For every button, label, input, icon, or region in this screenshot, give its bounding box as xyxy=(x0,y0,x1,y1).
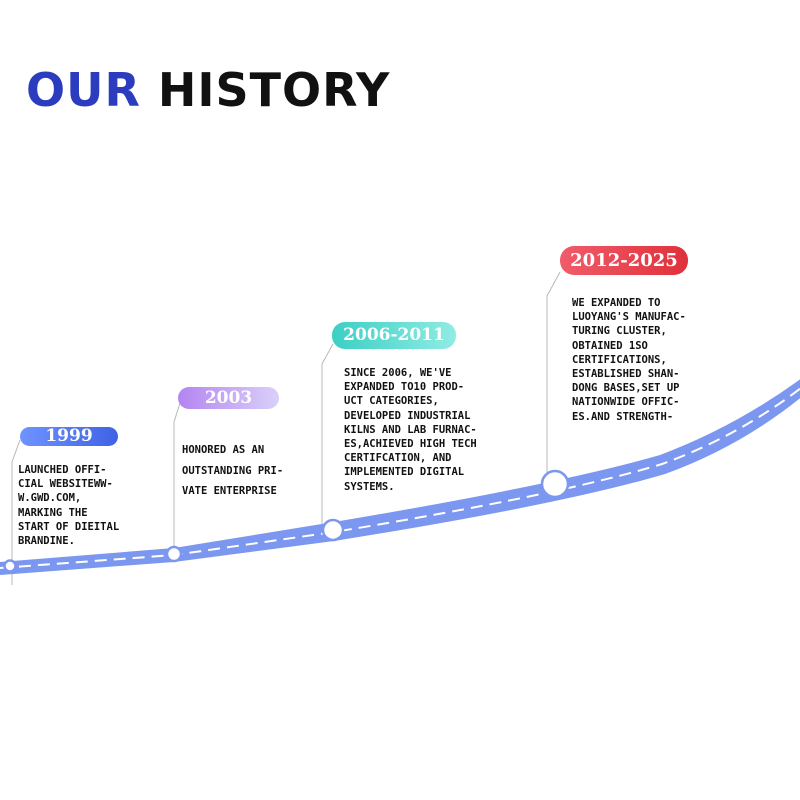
page-title: OUR HISTORY xyxy=(26,62,390,118)
milestone-description-2012-2025: WE EXPANDED TO LUOYANG'S MANUFAC- TURING… xyxy=(572,297,686,423)
milestone-node-2006-2011 xyxy=(321,518,345,542)
milestone-description-1999: LAUNCHED OFFI- CIAL WEBSITEWW- W.GWD.COM… xyxy=(18,464,120,548)
title-main-word: HISTORY xyxy=(157,63,391,117)
road-band xyxy=(0,379,800,575)
milestone-description-2003: HONORED AS AN OUTSTANDING PRI- VATE ENTE… xyxy=(182,444,284,497)
title-accent-word: OUR xyxy=(26,63,141,117)
milestone-description-2006-2011: SINCE 2006, WE'VE EXPANDED TO10 PROD- UC… xyxy=(344,367,477,493)
year-badge-2003: 2003 xyxy=(178,387,279,409)
milestone-node-2003 xyxy=(165,545,183,563)
year-badge-1999: 1999 xyxy=(20,427,118,446)
connector-2012-2025 xyxy=(546,271,561,474)
year-badge-2012-2025: 2012-2025 xyxy=(560,246,688,275)
connector-1999 xyxy=(11,439,21,585)
milestone-node-2012-2025 xyxy=(540,469,570,499)
milestone-node-1999 xyxy=(3,559,17,573)
connector-2006-2011 xyxy=(321,343,334,526)
connector-2003 xyxy=(173,402,181,554)
year-badge-2006-2011: 2006-2011 xyxy=(332,322,456,349)
